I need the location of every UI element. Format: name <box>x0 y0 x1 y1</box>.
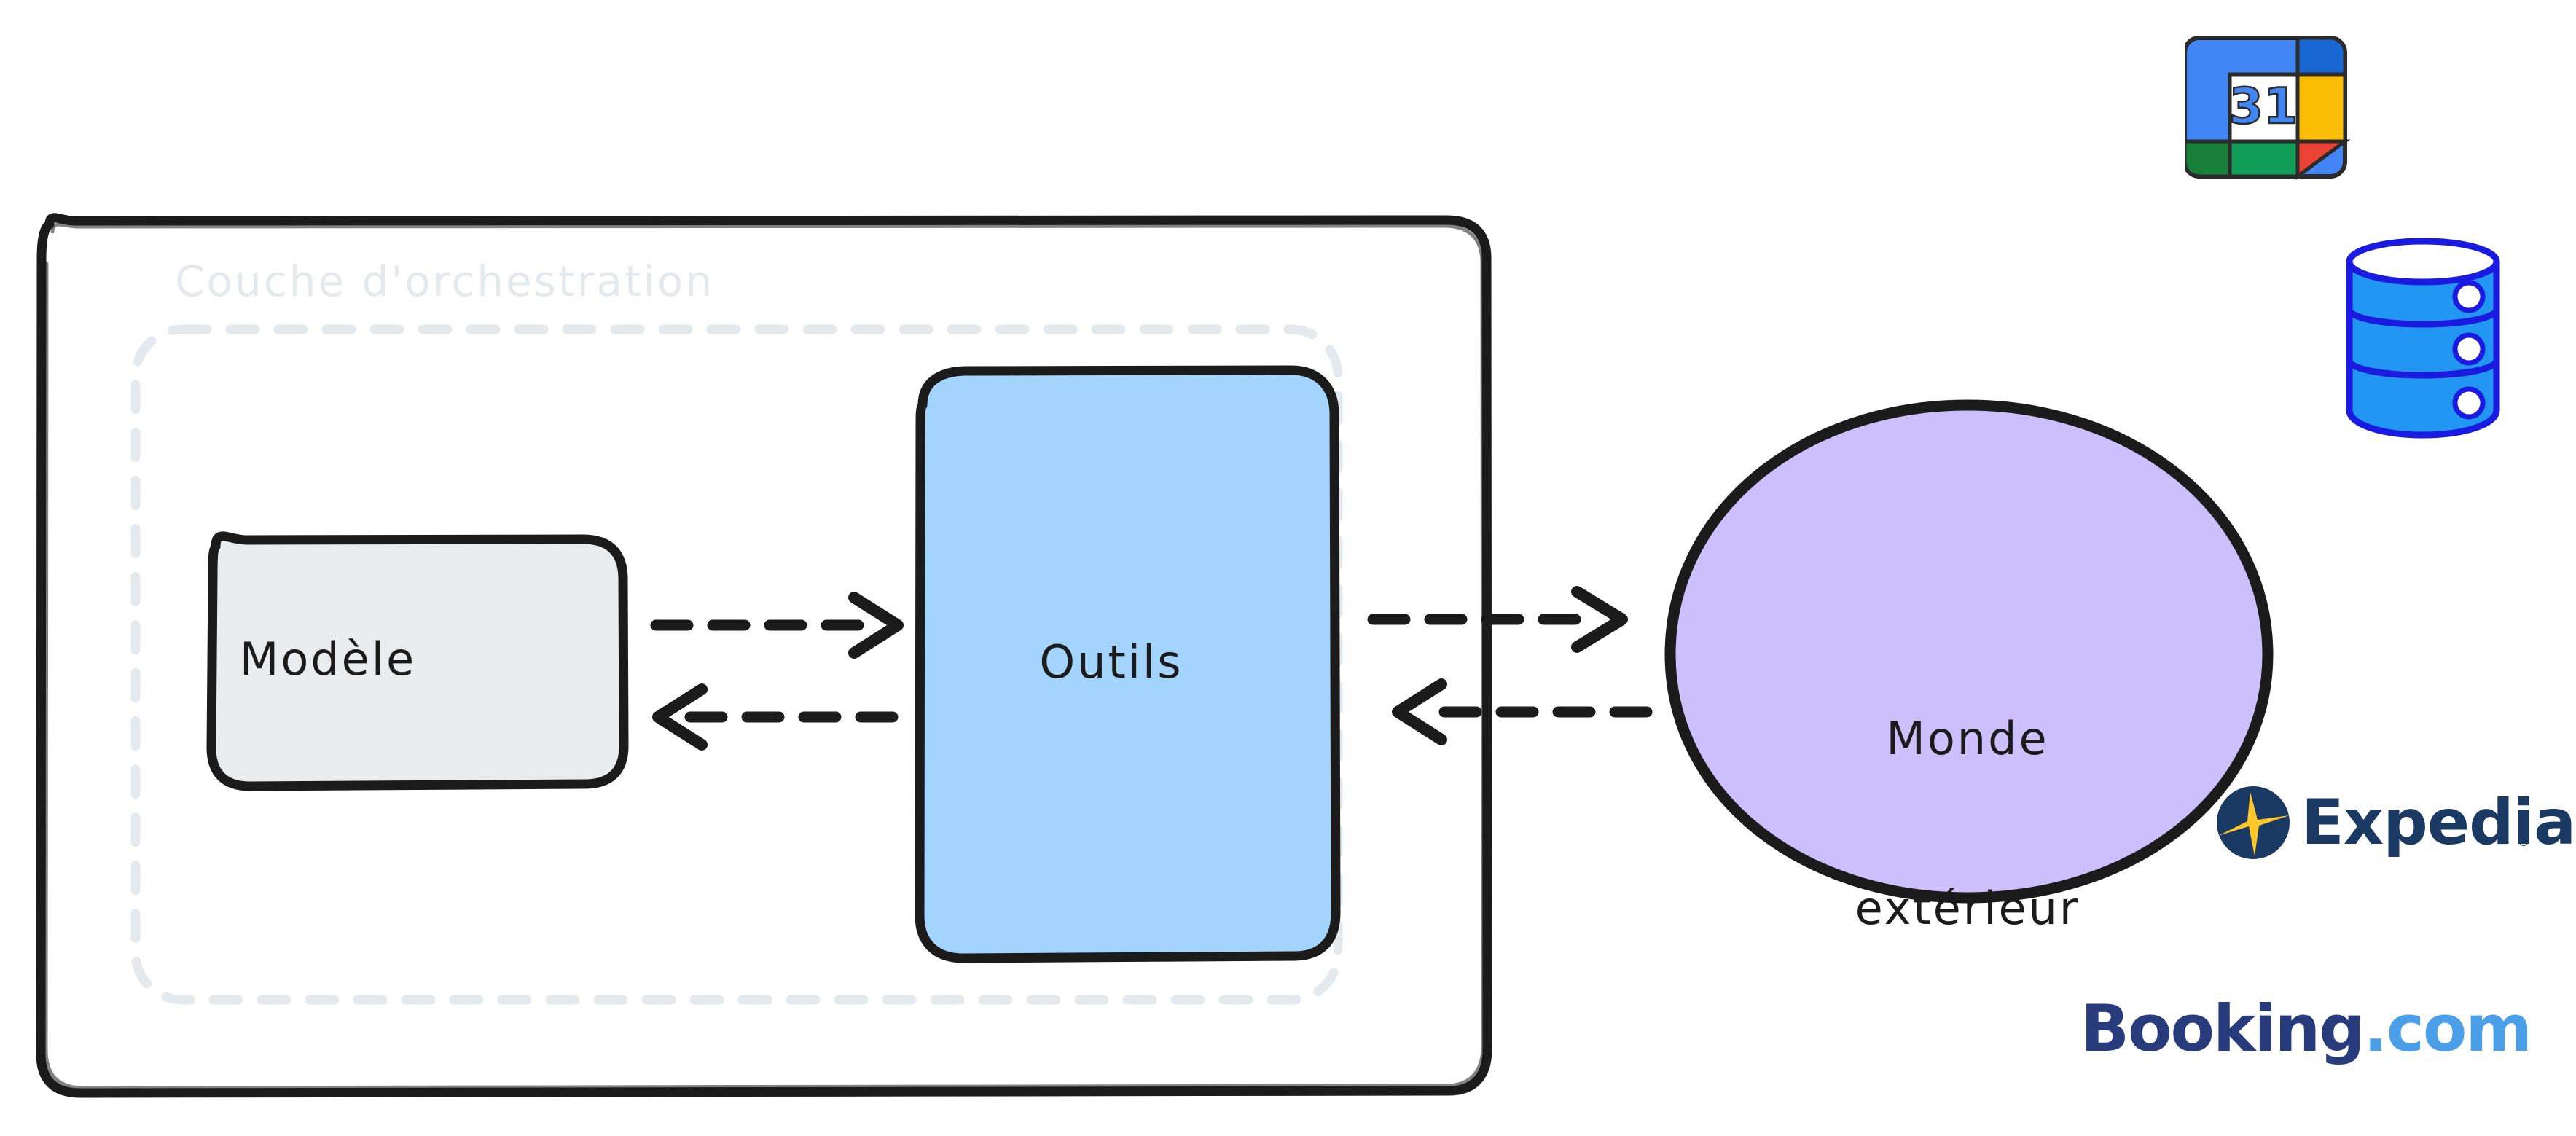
orchestration-layer-title: Couche d'orchestration <box>175 256 715 306</box>
expedia-wordmark: Expedia <box>2301 786 2576 859</box>
edge-tools-to-model <box>652 683 899 751</box>
database-indicator-1 <box>2452 280 2486 313</box>
expedia-registered-mark: ® <box>2517 834 2530 850</box>
database-indicator-2 <box>2452 332 2486 366</box>
expedia-logo: Expedia ® <box>2215 783 2576 862</box>
database-icon <box>2332 230 2514 441</box>
outer-world-label-line2: extérieur <box>1855 881 2080 935</box>
database-indicator-3 <box>2452 386 2486 420</box>
booking-com-logo: Booking.com <box>2080 991 2532 1066</box>
edge-world-to-tools <box>1392 678 1653 745</box>
booking-tld: .com <box>2363 991 2532 1066</box>
outer-world-label-line1: Monde <box>1886 712 2049 765</box>
google-calendar-day-number: 31 <box>2229 78 2298 136</box>
edge-model-to-tools <box>650 592 904 659</box>
google-calendar-icon: 31 <box>2182 16 2381 198</box>
edge-tools-to-world <box>1367 586 1628 653</box>
tools-node-label: Outils <box>1039 635 1183 689</box>
booking-wordmark: Booking <box>2080 991 2365 1066</box>
expedia-star-icon <box>2218 792 2290 856</box>
model-node-label: Modèle <box>239 632 417 686</box>
outer-world-node-label: Monde extérieur <box>1771 598 2164 1049</box>
